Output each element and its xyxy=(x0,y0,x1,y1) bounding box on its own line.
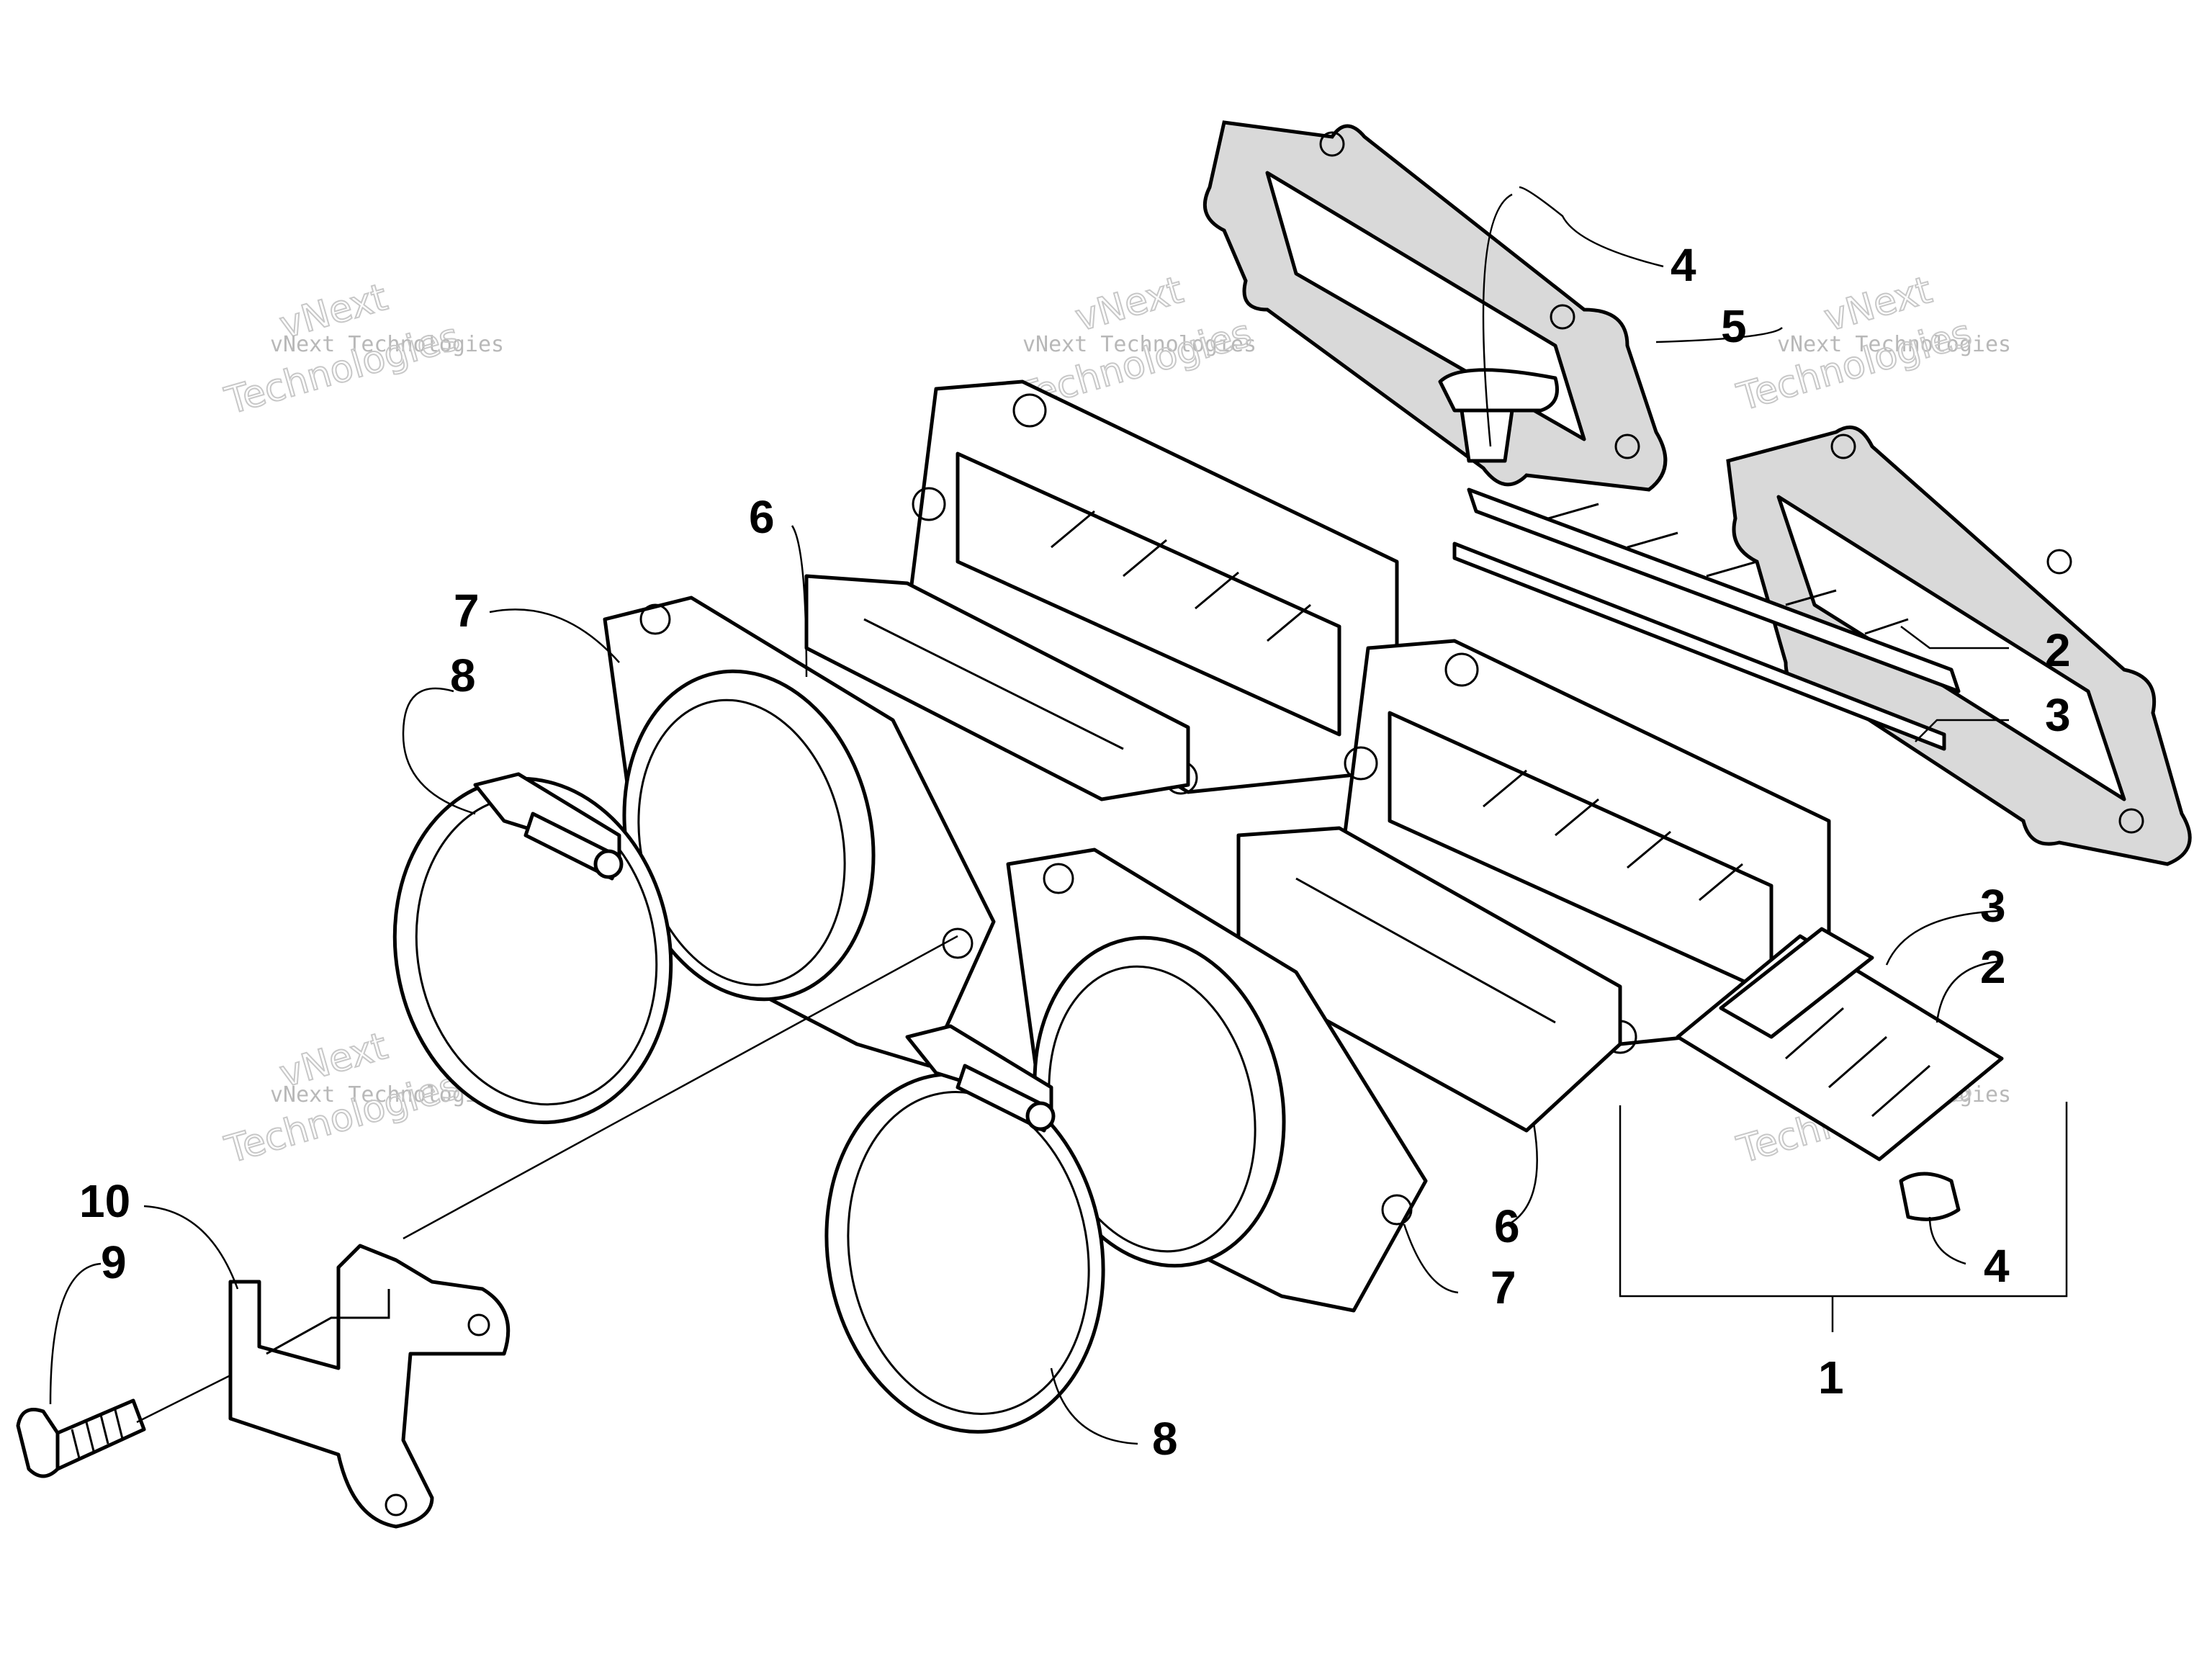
gasket-upper xyxy=(1202,120,1668,492)
callout-3-mid: 3 xyxy=(1980,880,2006,932)
callout-3-top: 3 xyxy=(2045,689,2071,741)
intake-boot-right xyxy=(1006,848,1428,1313)
screw-lower xyxy=(1899,1172,1961,1221)
mount-bolt xyxy=(16,1398,146,1478)
callout-9: 9 xyxy=(101,1236,127,1288)
callout-6-left: 6 xyxy=(749,491,775,543)
callout-8-left: 8 xyxy=(450,650,476,701)
leader-lines xyxy=(49,186,2068,1445)
svg-text:vNext Technologies: vNext Technologies xyxy=(1777,332,2011,357)
callout-5: 5 xyxy=(1721,300,1747,352)
screw-upper xyxy=(1438,368,1559,463)
mount-bracket xyxy=(228,1244,511,1529)
callout-4-bottom: 4 xyxy=(1984,1240,2010,1292)
svg-text:vNext Technologies: vNext Technologies xyxy=(270,332,504,357)
reed-stopper-lower xyxy=(1719,927,1874,1039)
watermark-top-left: vNext vNext Technologies Technologies xyxy=(220,275,504,424)
intake-boot-left xyxy=(603,596,996,1068)
svg-text:vNext: vNext xyxy=(1071,269,1188,341)
callout-4-top: 4 xyxy=(1671,239,1696,291)
callout-10: 10 xyxy=(79,1175,130,1227)
reed-stopper-upper xyxy=(1452,542,1946,751)
callout-6-right: 6 xyxy=(1494,1200,1520,1252)
watermark-top-right: vNext vNext Technologies Technologies xyxy=(1732,268,2011,421)
callout-7-left: 7 xyxy=(454,585,480,637)
callout-7-right: 7 xyxy=(1491,1262,1516,1313)
gasket-lower xyxy=(1726,425,2192,866)
callout-2-mid: 2 xyxy=(1980,941,2006,993)
callout-8-bottom: 8 xyxy=(1152,1413,1178,1465)
reed-petal-upper xyxy=(1467,487,1961,693)
callout-1: 1 xyxy=(1818,1352,1844,1403)
callout-labels: 4 5 6 7 8 2 3 3 2 4 6 7 1 8 10 9 xyxy=(79,239,2071,1465)
svg-text:vNext Technologies: vNext Technologies xyxy=(1022,332,1256,357)
callout-2-top: 2 xyxy=(2045,624,2071,676)
hose-clamp-right xyxy=(824,1024,1105,1434)
hose-clamp-left xyxy=(392,772,673,1125)
